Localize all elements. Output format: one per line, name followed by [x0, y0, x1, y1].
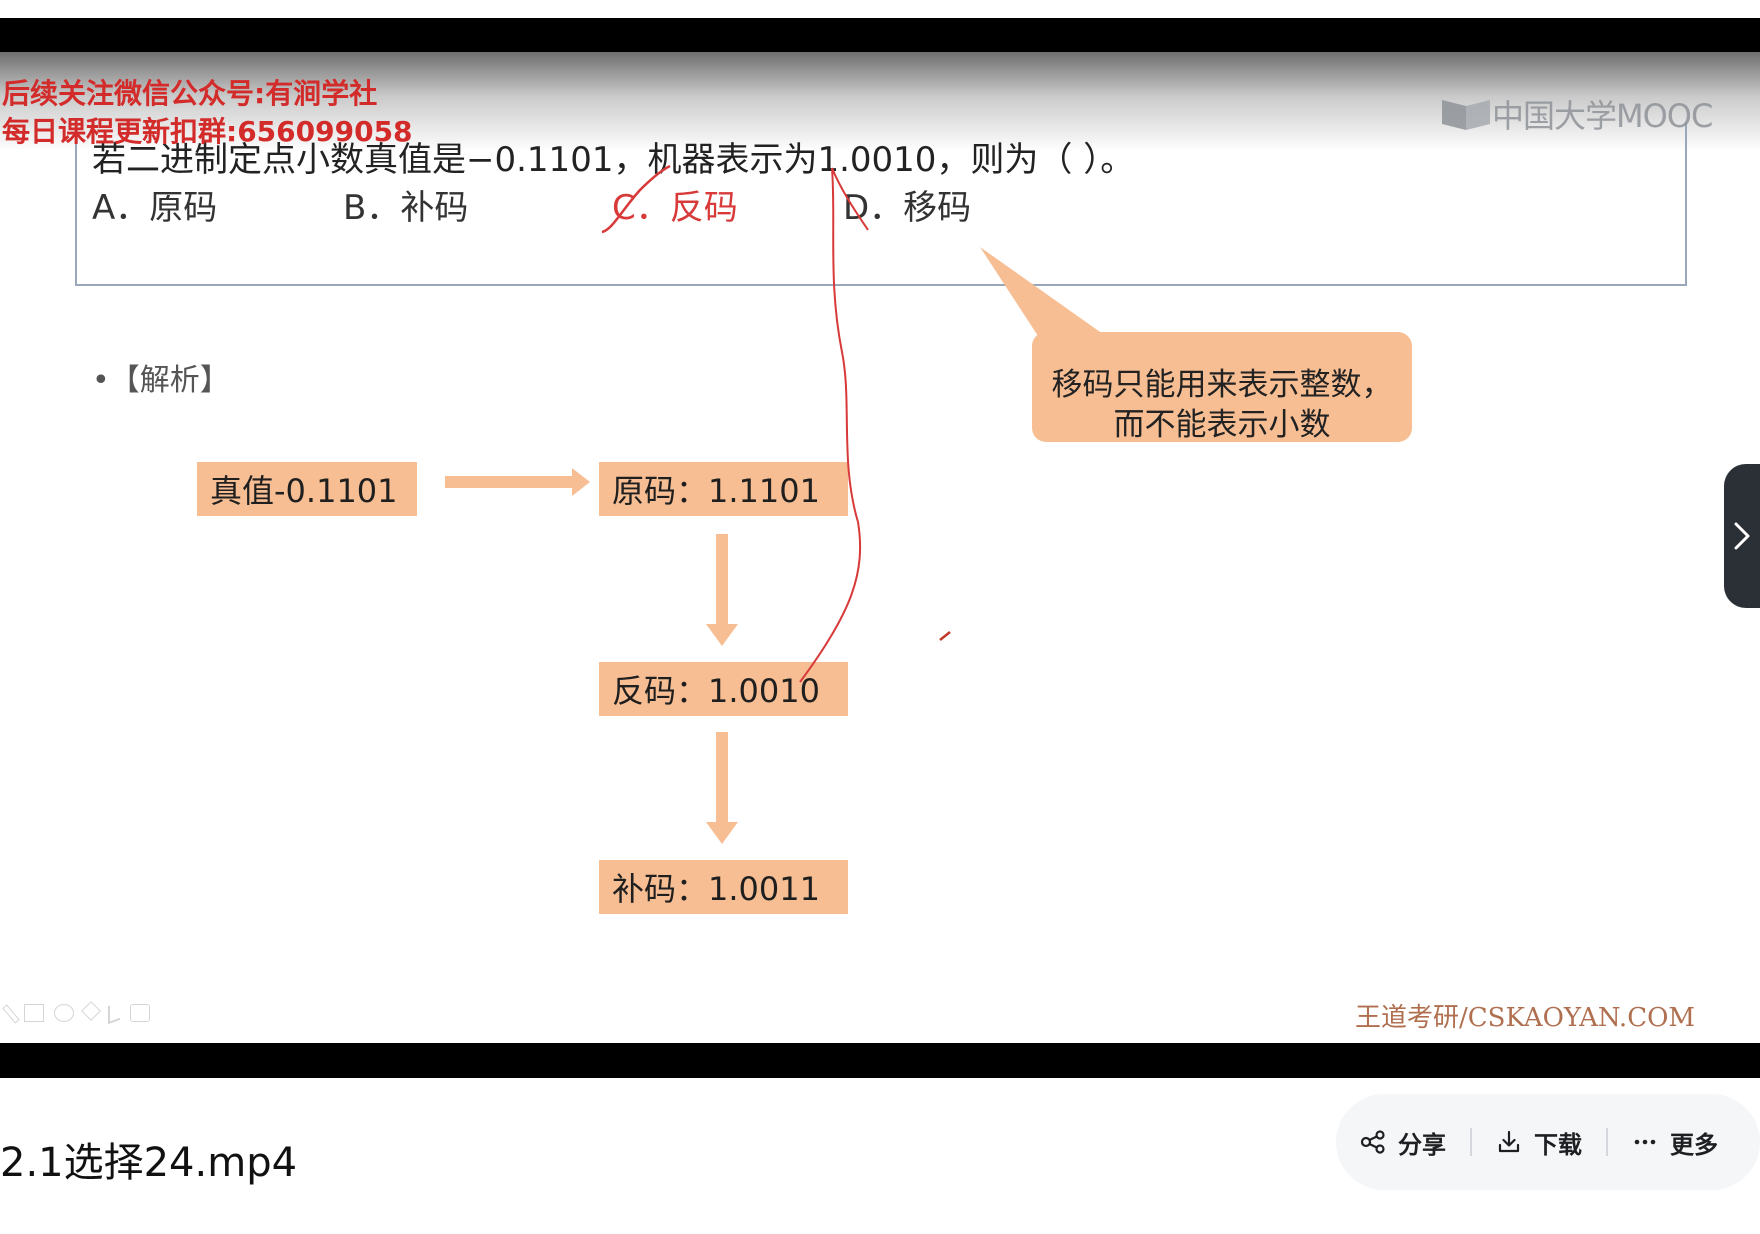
option-c: C．反码 — [612, 188, 738, 228]
share-label: 分享 — [1398, 1130, 1446, 1159]
arrow-right — [445, 468, 590, 496]
download-button[interactable]: 下载 — [1496, 1125, 1582, 1160]
top-strip — [0, 0, 1760, 18]
action-divider-1 — [1470, 1128, 1472, 1156]
callout-bubble — [980, 247, 1412, 442]
video-title: 2.1选择24.mp4 — [0, 1140, 298, 1186]
twos-complement-box: 补码：1.0011 — [599, 860, 848, 914]
watermark-line-2: 每日课程更新扣群:656099058 — [2, 115, 413, 148]
callout-line-2: 而不能表示小数 — [1113, 407, 1331, 443]
mooc-logo-text: 中国大学MOOC — [1492, 97, 1713, 135]
download-icon — [1498, 1130, 1520, 1153]
download-label: 下载 — [1534, 1130, 1582, 1159]
option-d: D．移码 — [843, 188, 972, 228]
mooc-logo: 中国大学MOOC — [1440, 92, 1713, 136]
drawing-tools — [2, 1001, 150, 1025]
marker-icon — [81, 1001, 101, 1021]
arrow-down-2 — [706, 732, 738, 844]
question-text: 若二进制定点小数真值是−0.1101，机器表示为1.0010，则为（ ）。 — [92, 140, 1135, 180]
more-button[interactable]: 更多 — [1632, 1125, 1718, 1160]
analysis-heading: •【解析】 — [92, 363, 230, 398]
action-bar: 分享 下载 更多 — [1336, 1094, 1760, 1190]
next-button[interactable] — [1724, 464, 1760, 608]
chevron-right-icon — [1734, 522, 1750, 550]
video-frame-slide: 若二进制定点小数真值是−0.1101，机器表示为1.0010，则为（ ）。 A．… — [0, 52, 1760, 1043]
footer-brand: 王道考研/CSKAOYAN.COM — [1355, 1003, 1696, 1033]
square-icon — [24, 1004, 44, 1022]
original-code-box: 原码：1.1101 — [599, 462, 848, 516]
ones-complement-box: 反码：1.0010 — [599, 662, 848, 716]
share-icon — [1360, 1130, 1385, 1154]
callout-text: 移码只能用来表示整数， 而不能表示小数 — [1032, 350, 1412, 460]
share-button[interactable]: 分享 — [1360, 1125, 1446, 1160]
letterbox-top — [0, 18, 1760, 52]
option-b: B．补码 — [343, 188, 469, 228]
flow-arrows — [445, 468, 738, 844]
more-label: 更多 — [1670, 1130, 1718, 1159]
action-divider-2 — [1606, 1128, 1608, 1156]
arrow-down-1 — [706, 534, 738, 646]
more-icon — [1634, 1139, 1656, 1145]
watermark-line-1: 后续关注微信公众号:有涧学社 — [2, 77, 378, 110]
true-value-box: 真值-0.1101 — [197, 462, 417, 516]
letterbox-bottom — [0, 1043, 1760, 1078]
option-a: A．原码 — [92, 188, 218, 228]
video-player[interactable]: 若二进制定点小数真值是−0.1101，机器表示为1.0010，则为（ ）。 A．… — [0, 18, 1760, 1078]
eraser-icon — [54, 1004, 74, 1022]
pointer-icon — [108, 1001, 120, 1025]
callout-line-1: 移码只能用来表示整数， — [1051, 367, 1393, 403]
handwritten-annotations — [601, 164, 951, 683]
question-box — [75, 122, 1687, 286]
mooc-logo-icon — [1442, 100, 1490, 130]
camera-icon — [130, 1004, 150, 1022]
